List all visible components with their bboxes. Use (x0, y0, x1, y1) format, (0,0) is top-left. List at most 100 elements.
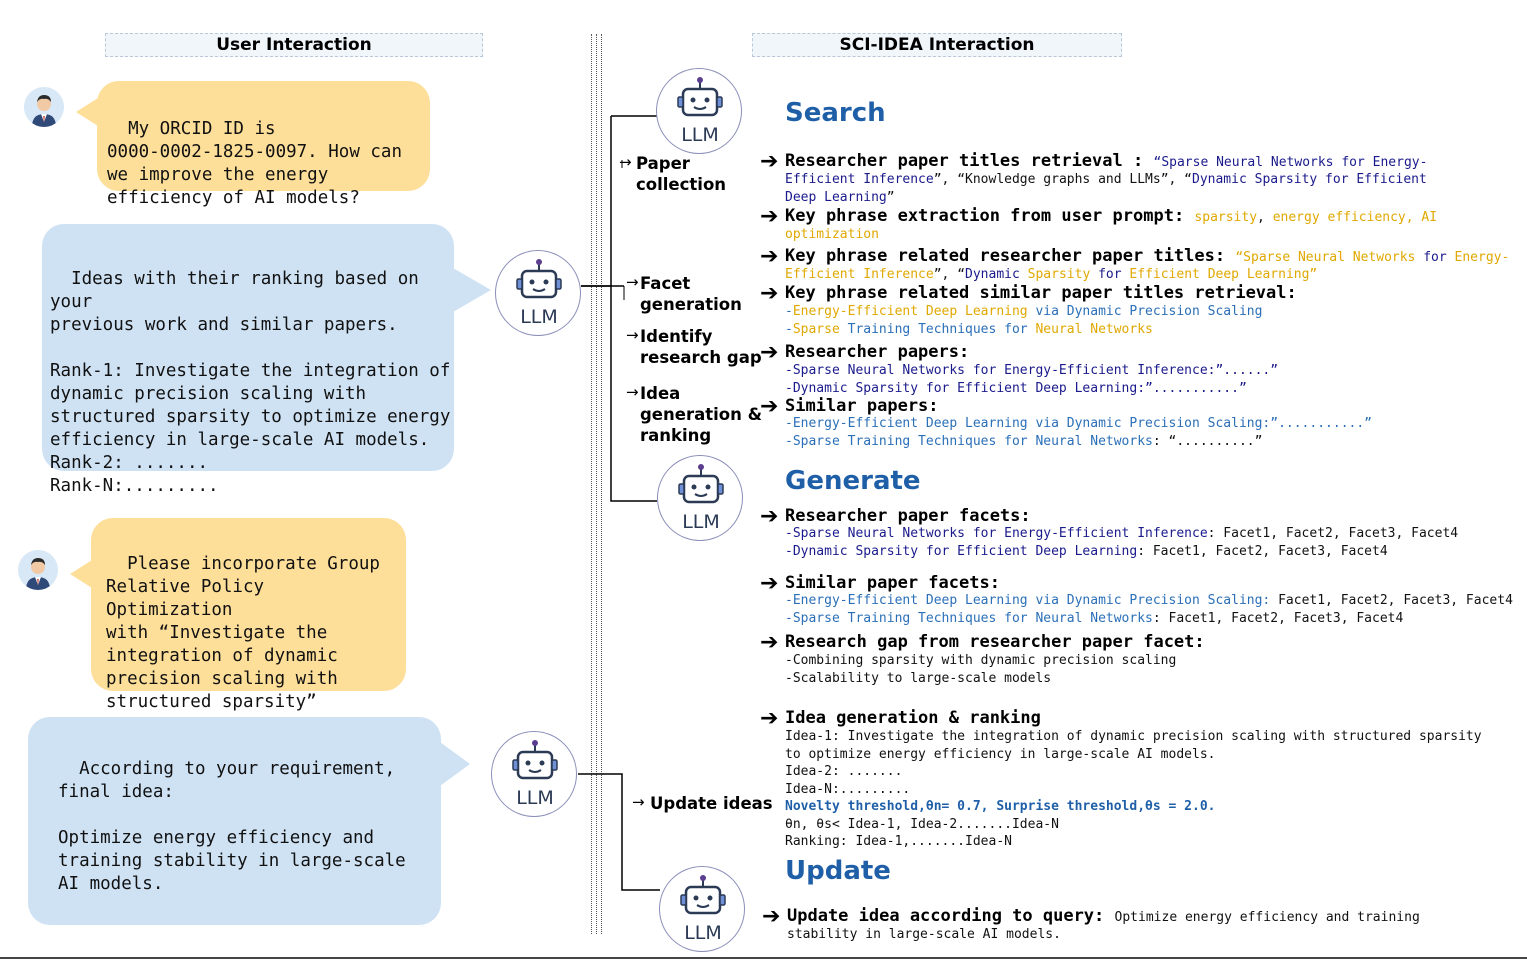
text: ” (886, 189, 895, 205)
text: Sparse (792, 321, 840, 337)
text: for (1423, 250, 1447, 265)
text: : Facet1, Facet2, Facet3, Facet4 (1152, 610, 1404, 626)
user-message-1-text: My ORCID ID is 0000-0002-1825-0097. How … (107, 119, 403, 208)
user-bubble-1-tail (76, 98, 98, 126)
robot-icon (680, 875, 726, 915)
text: -Dynamic Sparsity for Efficient Deep Lea… (785, 380, 1247, 396)
user-bubble-2-tail (70, 560, 92, 588)
text: -Sparse Neural Networks for Energy-Effic… (785, 363, 1279, 378)
robot-icon (512, 740, 558, 780)
item-sep: : (1194, 632, 1205, 652)
item-title: Similar paper facets: (785, 573, 1000, 593)
bot-message-1-text: Ideas with their ranking based on your p… (50, 269, 451, 496)
bold-arrow-icon: ➔ (760, 149, 779, 174)
bold-arrow-icon: ➔ (760, 706, 779, 731)
text: Dynamic Sparsity for Efficient (1192, 172, 1427, 187)
bold-arrow-icon: ➔ (760, 571, 779, 596)
bot-message-2: According to your requirement, final ide… (28, 717, 441, 925)
bold-arrow-icon: ➔ (760, 340, 779, 365)
text: optimization (785, 227, 879, 242)
text: Energy- (1446, 250, 1510, 265)
llm-label: LLM (684, 922, 722, 944)
text: Idea-1: Investigate the integration of d… (785, 729, 1482, 744)
text: Efficient Inference (785, 267, 934, 282)
llm-label: LLM (681, 124, 719, 146)
bot-message-2-text: According to your requirement, final ide… (58, 759, 406, 894)
text: - (785, 304, 793, 319)
text: Novelty threshold,θn= 0.7, Surprise thre… (785, 799, 1216, 814)
robot-icon (516, 259, 562, 299)
text: : Facet1, Facet2, Facet3, Facet4 (1207, 526, 1459, 541)
user-interaction-header: User Interaction (105, 33, 483, 57)
llm-label: LLM (516, 787, 554, 809)
text: Training Techniques for (839, 321, 1036, 337)
item-sep: : (1122, 151, 1154, 171)
llm-node-final: LLM (491, 731, 577, 817)
text: “ (1153, 155, 1162, 170)
item-title: Update idea according to query (787, 906, 1095, 926)
robot-icon (677, 77, 723, 117)
llm-label: LLM (520, 306, 558, 328)
divider-line-2 (596, 34, 597, 934)
item-title: Key phrase related researcher paper titl… (785, 246, 1215, 266)
text: Efficient Deep Learning” (1129, 267, 1318, 282)
text: -Energy-Efficient Deep Learning via Dyna… (785, 593, 1271, 608)
text: Ranking: Idea-1,.......Idea-N (785, 834, 1012, 849)
step-facet-generation: Facet generation (640, 274, 742, 314)
step-arrow-gap: → (626, 326, 639, 344)
text: - (785, 321, 793, 337)
step-arrow-idea: → (626, 383, 639, 401)
item-title: Researcher paper titles retrieval (785, 151, 1123, 171)
user-interaction-title: User Interaction (216, 35, 372, 55)
text: -Dynamic Sparsity for Efficient Deep Lea… (785, 543, 1138, 559)
bot-bubble-1-tail (453, 268, 491, 312)
divider-line-3 (601, 34, 602, 934)
step-identify-gap: Identify research gap (640, 327, 762, 367)
text: Neural Networks (1035, 321, 1153, 337)
item-sep: : (1214, 246, 1236, 266)
bold-arrow-icon: ➔ (762, 904, 781, 929)
text: -Combining sparsity with dynamic precisi… (785, 653, 1177, 668)
user-avatar-icon (24, 87, 64, 127)
text: ”, “Knowledge graphs and LLMs”, “ (933, 172, 1192, 187)
sci-idea-interaction-header: SCI-IDEA Interaction (752, 33, 1122, 57)
bold-arrow-icon: ➔ (760, 244, 779, 269)
bold-arrow-icon: ➔ (760, 630, 779, 655)
text: Idea-N:......... (785, 781, 911, 797)
text: : “..........” (1152, 433, 1263, 449)
bold-arrow-icon: ➔ (760, 204, 779, 229)
bot-bubble-2-tail (440, 742, 470, 786)
llm-node-search: LLM (656, 68, 742, 154)
text: -Energy-Efficient Deep Learning via Dyna… (785, 416, 1372, 431)
item-sep: : (1094, 906, 1115, 926)
text: via Dynamic Precision Scaling (1027, 304, 1263, 319)
section-search: Search (785, 98, 886, 128)
item-title: Similar papers: (785, 396, 939, 416)
item-title: Key phrase related similar paper titles … (785, 283, 1297, 303)
text: ”, “ (933, 267, 966, 282)
text: to optimize energy efficiency in large-s… (785, 746, 1216, 762)
bold-arrow-icon: ➔ (760, 394, 779, 419)
step-arrow-paper: → (619, 153, 632, 171)
llm-node-generate: LLM (657, 455, 743, 541)
bottom-border (0, 957, 1527, 959)
text: Dynamic (965, 267, 1028, 282)
step-idea-generation: Idea generation & ranking (640, 384, 762, 445)
item-title: Key phrase extraction from user prompt (785, 206, 1174, 226)
step-update-ideas: Update ideas (650, 794, 773, 813)
text: Efficient Inference (785, 172, 934, 187)
llm-node-main: LLM (495, 250, 581, 336)
item-title: Researcher paper facets: (785, 506, 1031, 526)
text: , (1257, 210, 1273, 225)
sci-idea-interaction-title: SCI-IDEA Interaction (839, 35, 1035, 55)
bold-arrow-icon: ➔ (760, 504, 779, 529)
text: -Sparse Training Techniques for Neural N… (785, 610, 1153, 626)
divider-line-1 (591, 34, 592, 934)
item-title: Researcher papers (785, 342, 959, 362)
section-update: Update (785, 856, 891, 886)
text: “Sparse Neural Networks (1235, 250, 1424, 265)
user-avatar-icon (18, 550, 58, 590)
item-title: Idea generation & ranking (785, 708, 1041, 728)
user-message-2: Please incorporate Group Relative Policy… (91, 518, 406, 712)
